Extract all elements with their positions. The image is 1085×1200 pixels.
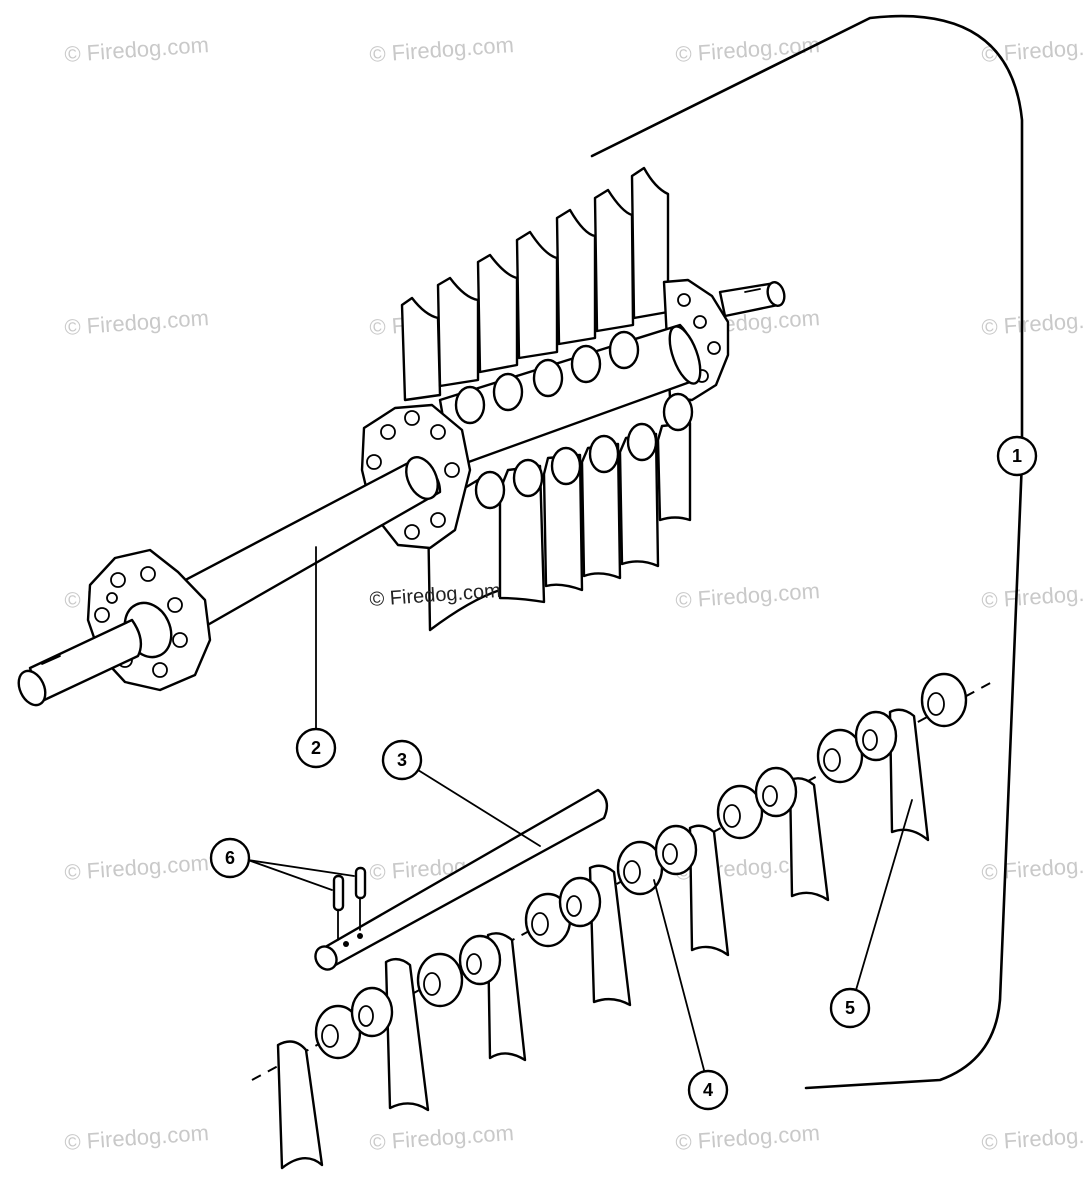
center-watermark: © Firedog.com: [369, 580, 502, 611]
callout-1-label: 1: [1012, 446, 1022, 466]
watermark: © Firedog.com: [981, 305, 1085, 340]
rod-part: [314, 788, 609, 971]
callout-5[interactable]: 5: [829, 987, 871, 1029]
watermark: © Firedog.com: [369, 32, 515, 67]
callout-6[interactable]: 6: [209, 837, 251, 879]
callout-4[interactable]: 4: [687, 1069, 729, 1111]
callout-2[interactable]: 2: [295, 727, 337, 769]
watermark: © Firedog.com: [369, 1120, 515, 1155]
assembly-bracket: [590, 14, 1024, 1090]
callout-2-label: 2: [311, 738, 321, 758]
callout-4-label: 4: [703, 1080, 713, 1100]
watermark: © Firedog.com: [675, 32, 821, 67]
watermark: © Firedog.com: [64, 305, 210, 340]
watermark: © Firedog.com: [981, 850, 1085, 885]
reel-blades-lower: [426, 330, 694, 632]
callout-3[interactable]: 3: [381, 739, 423, 781]
watermark: © Firedog.com: [675, 578, 821, 613]
watermark: © Firedog.com: [981, 32, 1085, 67]
reel-assembly: [17, 166, 786, 707]
watermark: © Firedog.com: [64, 850, 210, 885]
callout-6-label: 6: [225, 848, 235, 868]
watermark: © Firedog.com: [981, 1120, 1085, 1155]
watermark: © Firedog.com: [64, 32, 210, 67]
watermark: © Firedog.com: [675, 1120, 821, 1155]
pins-part: [332, 866, 367, 941]
callout-1[interactable]: 1: [996, 435, 1038, 477]
reel-blades-upper: [400, 166, 670, 402]
watermark: © Firedog.com: [981, 578, 1085, 613]
roller-set: [314, 672, 968, 1060]
callout-5-label: 5: [845, 998, 855, 1018]
blade-roller-row: [251, 672, 997, 1170]
watermark: © Firedog.com: [64, 1120, 210, 1155]
callout-3-label: 3: [397, 750, 407, 770]
leader-lines: [247, 546, 913, 1071]
